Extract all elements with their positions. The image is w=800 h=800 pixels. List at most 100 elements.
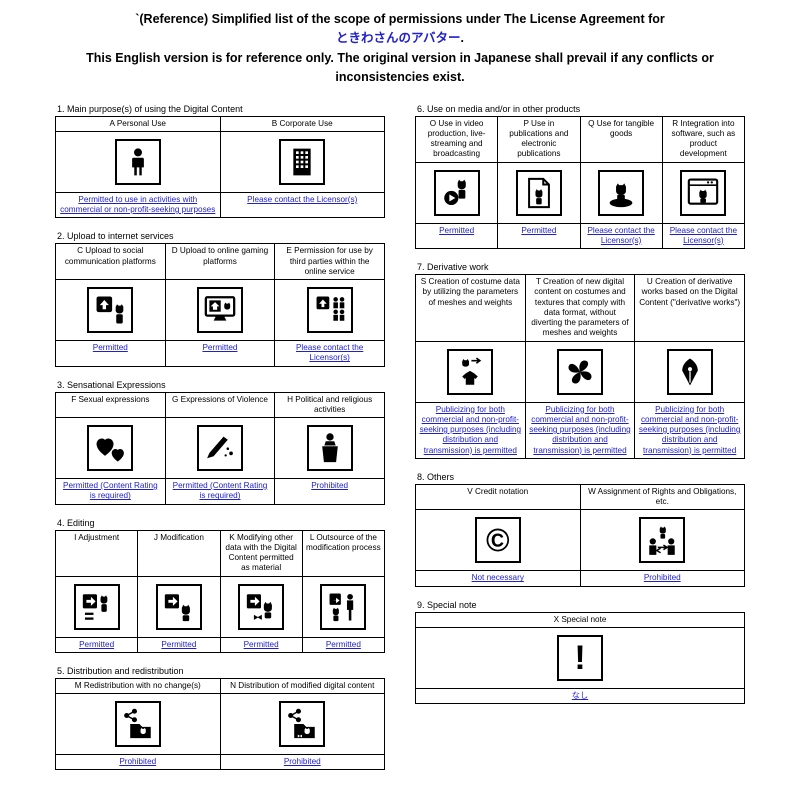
permission-table: O Use in video production, live-streamin… — [414, 115, 746, 250]
upload-social-icon — [87, 287, 134, 333]
publication-icon — [515, 169, 562, 216]
upload-thirdparty-icon — [306, 287, 353, 333]
icon-cell — [274, 417, 385, 479]
result-text: Prohibited — [55, 753, 221, 771]
result-text: Permitted — [164, 340, 276, 367]
column-header: A Personal Use — [55, 115, 221, 132]
result-text: Permitted — [301, 636, 386, 653]
result-text: Prohibited — [274, 478, 385, 505]
result-text: Please contact the Licensor(s) — [274, 340, 385, 367]
column-header: S Creation of costume data by utilizing … — [415, 274, 526, 342]
column-header: P Use in publications and electronic pub… — [497, 115, 581, 163]
title-line2: ときわさんのアバター. — [0, 29, 800, 48]
icon-cell — [274, 279, 385, 341]
result-text: Permitted to use in activities with comm… — [55, 191, 221, 219]
section-6: 6. Use on media and/or in other products… — [414, 103, 746, 250]
result-text: Please contact the Licensor(s) — [661, 222, 746, 249]
result-text: Permitted — [55, 340, 166, 367]
result-text: Publicizing for both commercial and non-… — [634, 401, 745, 459]
icon-cell — [415, 340, 526, 403]
icon-cell — [497, 161, 581, 224]
copyright-icon: © — [474, 517, 521, 564]
result-text: Prohibited — [219, 753, 385, 771]
title-line2-period: . — [460, 31, 464, 46]
result-text: Please contact the Licensor(s) — [219, 191, 385, 219]
redistribution-icon — [114, 701, 161, 747]
column-header: H Political and religious activities — [274, 391, 385, 418]
section-title: 1. Main purpose(s) of using the Digital … — [57, 103, 243, 114]
icon-cell — [55, 417, 166, 479]
section-title: 7. Derivative work — [417, 262, 489, 272]
section-title: 5. Distribution and redistribution — [57, 665, 184, 676]
icon-cell: © — [415, 509, 581, 572]
icon-cell — [579, 161, 663, 224]
column-header: I Adjustment — [54, 529, 139, 577]
column-header: R Integration into software, such as pro… — [661, 115, 746, 163]
column-header: C Upload to social communication platfor… — [55, 243, 166, 280]
icon-cell — [164, 417, 276, 479]
icon-cell — [164, 279, 276, 341]
column-header: D Upload to online gaming platforms — [164, 243, 276, 280]
column-header: T Creation of new digital content on cos… — [524, 274, 636, 342]
result-text: Not necessary — [415, 570, 581, 587]
software-icon — [680, 169, 727, 216]
icon-cell — [661, 161, 746, 224]
result-text: なし — [415, 687, 745, 705]
left-column: 1. Main purpose(s) of using the Digital … — [54, 103, 386, 784]
column-header: L Outsource of the modification process — [301, 529, 386, 577]
adjustment-icon — [73, 583, 120, 630]
column-header: U Creation of derivative works based on … — [634, 274, 745, 342]
icon-cell — [634, 340, 745, 403]
derivative-icon — [666, 348, 713, 395]
tangible-goods-icon — [598, 169, 645, 216]
column-header: B Corporate Use — [219, 115, 385, 132]
material-icon — [238, 583, 285, 630]
section-title: 2. Upload to internet services — [57, 231, 174, 242]
costume-icon — [447, 348, 494, 395]
icon-cell: ! — [415, 626, 745, 689]
special-note-icon: ! — [557, 634, 603, 681]
permission-table: M Redistribution with no change(s)N Dist… — [55, 677, 385, 771]
building-icon — [279, 138, 326, 185]
result-text: Permitted — [137, 636, 221, 653]
column-header: O Use in video production, live-streamin… — [414, 115, 499, 163]
icon-cell — [579, 509, 745, 572]
column-header: F Sexual expressions — [55, 391, 166, 418]
column-header: V Credit notation — [415, 483, 581, 511]
column-header: G Expressions of Violence — [164, 391, 276, 418]
section-title: 4. Editing — [57, 517, 95, 528]
right-column: 6. Use on media and/or in other products… — [414, 103, 746, 784]
result-text: Permitted — [497, 222, 581, 249]
icon-cell — [55, 693, 221, 755]
modified-distribution-icon — [279, 701, 326, 747]
icon-cell — [414, 161, 499, 224]
icon-cell — [219, 575, 303, 638]
result-text: Permitted — [414, 222, 499, 249]
political-icon — [306, 425, 353, 471]
title-disclaimer: This English version is for reference on… — [86, 50, 714, 85]
result-text: Please contact the Licensor(s) — [579, 222, 663, 249]
icon-cell — [54, 575, 139, 638]
column-header: J Modification — [137, 529, 221, 577]
product-name: ときわさんのアバター — [336, 31, 461, 46]
texture-icon — [556, 348, 603, 395]
section-title: 6. Use on media and/or in other products — [417, 103, 581, 114]
column-header: M Redistribution with no change(s) — [55, 677, 221, 695]
section-title: 9. Special note — [417, 599, 477, 610]
icon-cell — [219, 693, 385, 755]
result-text: Permitted (Content Rating is required) — [55, 478, 166, 505]
icon-cell — [55, 279, 166, 341]
result-text: Permitted — [219, 636, 303, 653]
modification-icon — [155, 583, 202, 630]
content-columns: 1. Main purpose(s) of using the Digital … — [0, 104, 800, 784]
column-header: X Special note — [415, 611, 745, 628]
